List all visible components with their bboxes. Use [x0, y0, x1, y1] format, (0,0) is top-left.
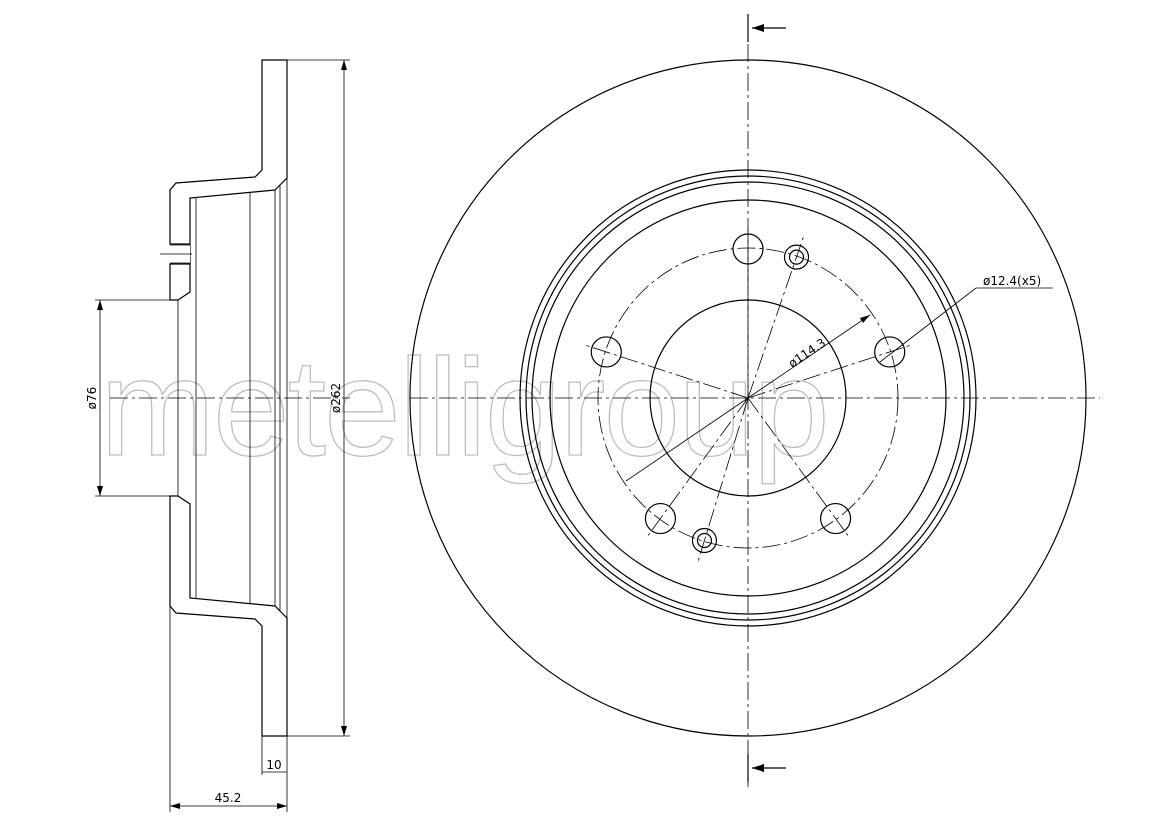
watermark-logo: metelligroup: [100, 331, 828, 485]
threaded-hole-inner: [696, 532, 713, 549]
bolt-hole: [590, 336, 622, 368]
dim-disc-thickness: 10: [266, 758, 281, 772]
threaded-hole-inner: [788, 249, 805, 265]
dim-bolt-holes: ø12.4(x5): [983, 274, 1041, 288]
bolt-hole: [819, 502, 852, 535]
front-view: ø114.3 ø12.4(x5): [409, 14, 1100, 790]
section-arrow-bottom-icon: [752, 764, 764, 772]
threaded-hole: [691, 527, 718, 554]
section-lower-wall: [169, 495, 288, 737]
dim-hub-bore: ø76: [85, 387, 99, 410]
bolt-hole: [644, 502, 677, 535]
section-upper-wall: [169, 59, 288, 301]
section-arrow-top-icon: [752, 24, 764, 32]
bolt-hole: [874, 336, 906, 368]
section-view: ø262 ø76 10 45.2: [85, 59, 350, 812]
threaded-hole: [783, 244, 810, 270]
dim-overall-height: 45.2: [215, 791, 242, 805]
dim-outer-diameter: ø262: [329, 383, 343, 413]
